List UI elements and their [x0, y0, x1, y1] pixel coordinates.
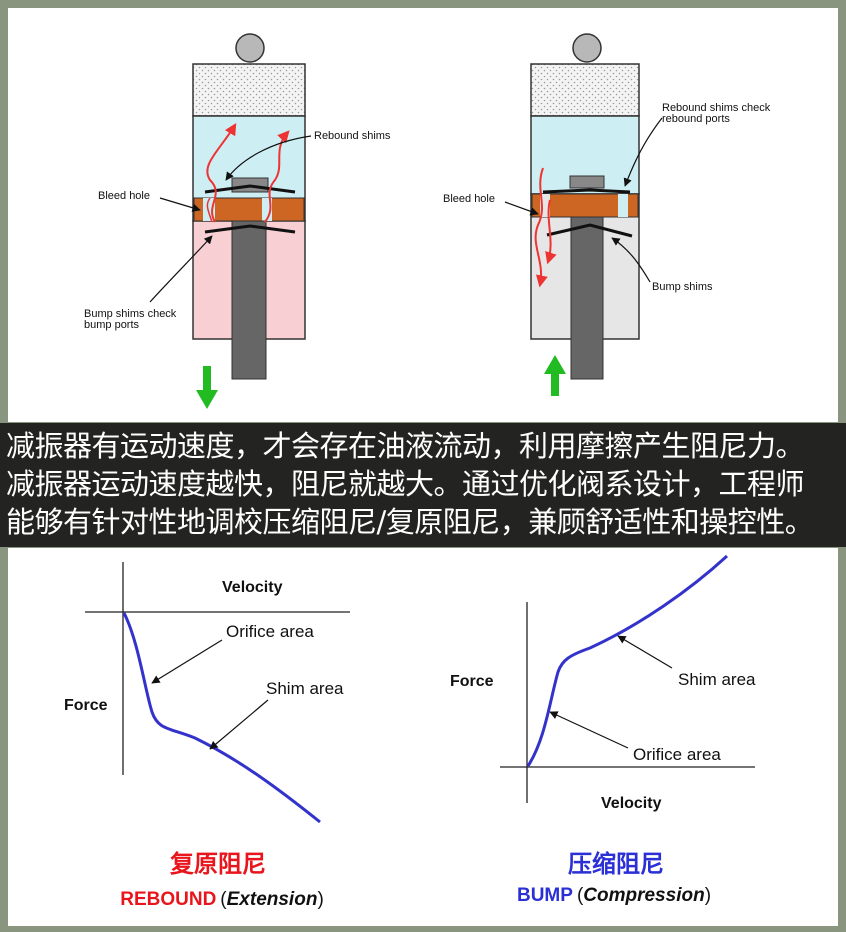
top-panel — [8, 8, 838, 422]
green-up-arrow-head — [544, 355, 566, 374]
piston-rod — [231, 220, 267, 380]
label-rebound-shims: Rebound shims — [314, 130, 391, 142]
bump-force-label: Force — [450, 673, 494, 690]
bump-shim-stack — [546, 223, 633, 238]
bottom-panel — [8, 548, 838, 926]
rebound-title-en: REBOUND(Extension) — [120, 889, 324, 910]
bump-curve — [526, 554, 729, 767]
bump-force-velocity-chart: Force Velocity Shim area Orifice area 压缩… — [450, 554, 756, 906]
bump-shim-stack — [204, 224, 296, 234]
rebound-damper-illustration: Rebound shims Bleed hole Bump shims chec… — [84, 33, 391, 409]
red-flow-arrow — [206, 197, 213, 223]
label-bleed-hole: Bleed hole — [443, 193, 495, 205]
red-flow-arrow — [206, 122, 237, 223]
xcar-watermark-logo: XCAR爱卡 — [12, 38, 157, 73]
caption-line-2: 减振器运动速度越快，阻尼就越大。通过优化阀系设计，工程师 — [6, 467, 805, 501]
gas-chamber — [192, 63, 306, 117]
bump-title-cn: 压缩阻尼 — [568, 850, 664, 878]
label-bump-shims: Bump shims — [652, 281, 713, 293]
bump-damper-illustration: Rebound shims check rebound ports Bleed … — [443, 33, 771, 396]
rebound-force-label: Force — [64, 697, 108, 714]
bump-shim-label: Shim area — [678, 670, 756, 689]
mount-eye — [572, 33, 602, 63]
label-bleed-hole: Bleed hole — [98, 190, 150, 202]
leader-line — [159, 197, 201, 212]
mount-eye — [235, 33, 265, 63]
leader-line — [623, 117, 663, 187]
caption-band: 减振器有运动速度，才会存在油液流动，利用摩擦产生阻尼力。 减振器运动速度越快，阻… — [0, 423, 846, 547]
bump-orifice-label: Orifice area — [633, 745, 721, 764]
rebound-force-velocity-chart: Velocity Force Orifice area Shim area 复原… — [64, 562, 350, 910]
red-flow-arrow — [545, 199, 557, 265]
rebound-shim-stack — [542, 188, 631, 194]
caption-line-3: 能够有针对性地调校压缩阻尼/复原阻尼，兼顾舒适性和操控性。 — [6, 505, 814, 539]
rebound-orifice-label: Orifice area — [226, 622, 314, 641]
rebound-shim-label: Shim area — [266, 679, 344, 698]
leader-line — [151, 639, 223, 684]
rebound-title-en-bold: REBOUND — [120, 889, 216, 910]
label-bump-check-line2: bump ports — [84, 319, 140, 331]
bump-velocity-label: Velocity — [601, 795, 662, 812]
port-gap — [262, 198, 272, 221]
green-down-arrow-head — [196, 390, 218, 409]
leader-line — [611, 237, 651, 283]
leader-line — [617, 635, 673, 669]
gas-chamber — [530, 63, 640, 117]
leader-line — [209, 699, 269, 750]
red-flow-arrow — [534, 167, 548, 288]
label-rebound-check-line1: Rebound shims check — [662, 102, 771, 114]
bump-title-en: BUMP(Compression) — [517, 885, 711, 906]
caption-line-1: 减振器有运动速度，才会存在油液流动，利用摩擦产生阻尼力。 — [6, 429, 805, 463]
piston-rod — [570, 216, 604, 380]
bump-title-en-bold: BUMP — [517, 885, 573, 906]
label-bump-check-line1: Bump shims check — [84, 308, 177, 320]
bleed-hole-gap — [540, 194, 550, 217]
label-rebound-check-line2: rebound ports — [662, 113, 730, 125]
rebound-velocity-label: Velocity — [222, 579, 283, 596]
piston-nut — [569, 175, 605, 189]
rebound-shim-stack — [204, 184, 296, 194]
bump-title-en-italic: Compression — [583, 885, 704, 906]
rebound-title-en-italic: Extension — [227, 889, 318, 910]
leader-line — [504, 201, 539, 216]
rebound-title-cn: 复原阻尼 — [169, 851, 266, 878]
port-gap — [618, 194, 628, 217]
leader-line — [225, 135, 312, 181]
red-flow-arrow — [264, 130, 290, 223]
leader-line — [549, 711, 629, 749]
leader-line — [149, 235, 213, 303]
rebound-curve — [122, 612, 321, 824]
